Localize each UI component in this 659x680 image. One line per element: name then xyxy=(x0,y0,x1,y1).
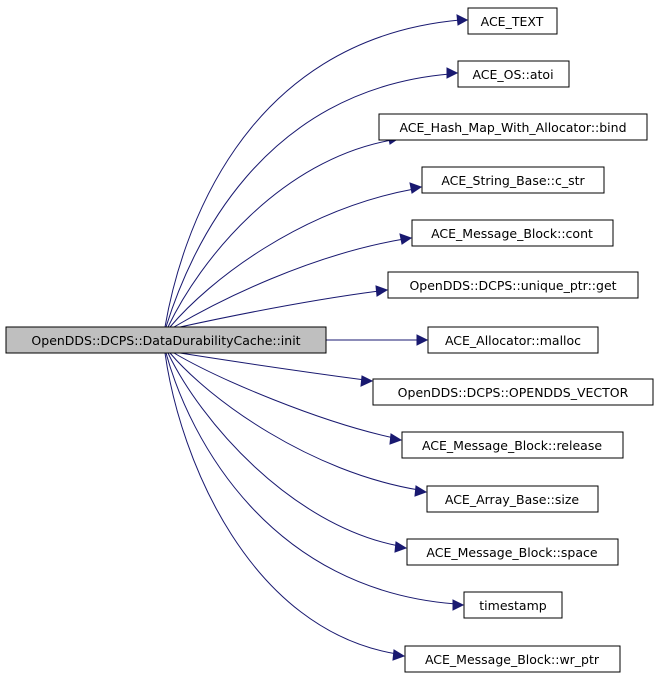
edge-to-ace-array-base-size xyxy=(169,352,420,491)
callee-box xyxy=(372,378,654,406)
arrowhead xyxy=(392,649,406,661)
arrowhead xyxy=(375,285,389,297)
edge-to-ace-text xyxy=(164,19,461,328)
arrowhead xyxy=(389,433,403,445)
callee-label: ACE_Message_Block::wr_ptr xyxy=(425,652,600,667)
edge-to-ace-os-atoi xyxy=(165,73,451,328)
arrowhead xyxy=(394,541,408,553)
arrowhead xyxy=(360,375,374,387)
callee-node-ace-os-atoi[interactable]: ACE_OS::atoi xyxy=(457,60,570,88)
callee-label: OpenDDS::DCPS::OPENDDS_VECTOR xyxy=(398,385,629,400)
callee-box xyxy=(401,431,624,459)
root-node[interactable]: OpenDDS::DCPS::DataDurabilityCache::init xyxy=(5,326,327,354)
root-node-box xyxy=(5,326,327,354)
call-edges xyxy=(164,14,469,661)
arrowhead xyxy=(414,485,428,497)
callee-node-ace-message-block-space[interactable]: ACE_Message_Block::space xyxy=(406,538,619,566)
callee-box xyxy=(411,219,614,247)
callee-label: ACE_TEXT xyxy=(481,14,544,29)
callee-box xyxy=(406,538,619,566)
edge-to-ace-message-block-wr-ptr xyxy=(164,352,398,655)
edge-to-timestamp xyxy=(165,352,457,605)
callee-label: ACE_Hash_Map_With_Allocator::bind xyxy=(399,120,626,135)
callee-node-ace-message-block-wr-ptr[interactable]: ACE_Message_Block::wr_ptr xyxy=(404,645,621,673)
callee-label: ACE_Array_Base::size xyxy=(445,492,580,507)
edge-to-ace-string-base-c-str xyxy=(169,188,415,328)
callee-box xyxy=(457,60,570,88)
callee-node-ace-array-base-size[interactable]: ACE_Array_Base::size xyxy=(426,485,599,513)
callee-box xyxy=(387,271,639,299)
callee-box xyxy=(463,591,563,619)
callee-box xyxy=(421,166,605,194)
edge-to-ace-message-block-space xyxy=(167,352,400,547)
callee-label: OpenDDS::DCPS::unique_ptr::get xyxy=(409,278,616,293)
arrowhead xyxy=(452,599,465,611)
callee-label: ACE_Allocator::malloc xyxy=(445,333,581,348)
callee-box xyxy=(378,113,648,141)
edge-to-ace-hash-map-bind xyxy=(167,139,393,328)
callee-node-ace-allocator-malloc[interactable]: ACE_Allocator::malloc xyxy=(427,326,599,354)
arrowhead xyxy=(409,182,423,194)
callee-node-unique-ptr-get[interactable]: OpenDDS::DCPS::unique_ptr::get xyxy=(387,271,639,299)
root-node-label: OpenDDS::DCPS::DataDurabilityCache::init xyxy=(31,333,300,348)
callee-node-opendds-vector[interactable]: OpenDDS::DCPS::OPENDDS_VECTOR xyxy=(372,378,654,406)
arrowhead xyxy=(399,233,413,245)
arrowhead xyxy=(456,14,469,26)
callee-label: timestamp xyxy=(479,598,546,613)
callee-label: ACE_OS::atoi xyxy=(472,67,553,82)
edge-to-ace-message-block-release xyxy=(173,352,395,439)
edge-to-ace-message-block-cont xyxy=(173,238,405,328)
callee-label: ACE_Message_Block::space xyxy=(426,545,597,560)
callee-label: ACE_Message_Block::release xyxy=(422,438,602,453)
callee-label: ACE_Message_Block::cont xyxy=(431,226,593,241)
callee-node-timestamp[interactable]: timestamp xyxy=(463,591,563,619)
callee-box xyxy=(427,326,599,354)
edge-to-unique-ptr-get xyxy=(179,290,380,328)
callee-node-ace-message-block-release[interactable]: ACE_Message_Block::release xyxy=(401,431,624,459)
callee-node-ace-message-block-cont[interactable]: ACE_Message_Block::cont xyxy=(411,219,614,247)
edge-to-opendds-vector xyxy=(179,352,366,381)
callee-node-ace-string-base-c-str[interactable]: ACE_String_Base::c_str xyxy=(421,166,605,194)
callee-label: ACE_String_Base::c_str xyxy=(441,173,585,188)
arrowhead xyxy=(416,334,429,346)
arrowhead xyxy=(446,67,459,79)
callee-node-ace-hash-map-bind[interactable]: ACE_Hash_Map_With_Allocator::bind xyxy=(378,113,648,141)
callee-box xyxy=(467,7,558,35)
callee-node-ace-text[interactable]: ACE_TEXT xyxy=(467,7,558,35)
callee-box xyxy=(426,485,599,513)
callee-nodes: ACE_TEXT ACE_OS::atoi ACE_Hash_Map_With_… xyxy=(372,7,654,673)
callee-box xyxy=(404,645,621,673)
